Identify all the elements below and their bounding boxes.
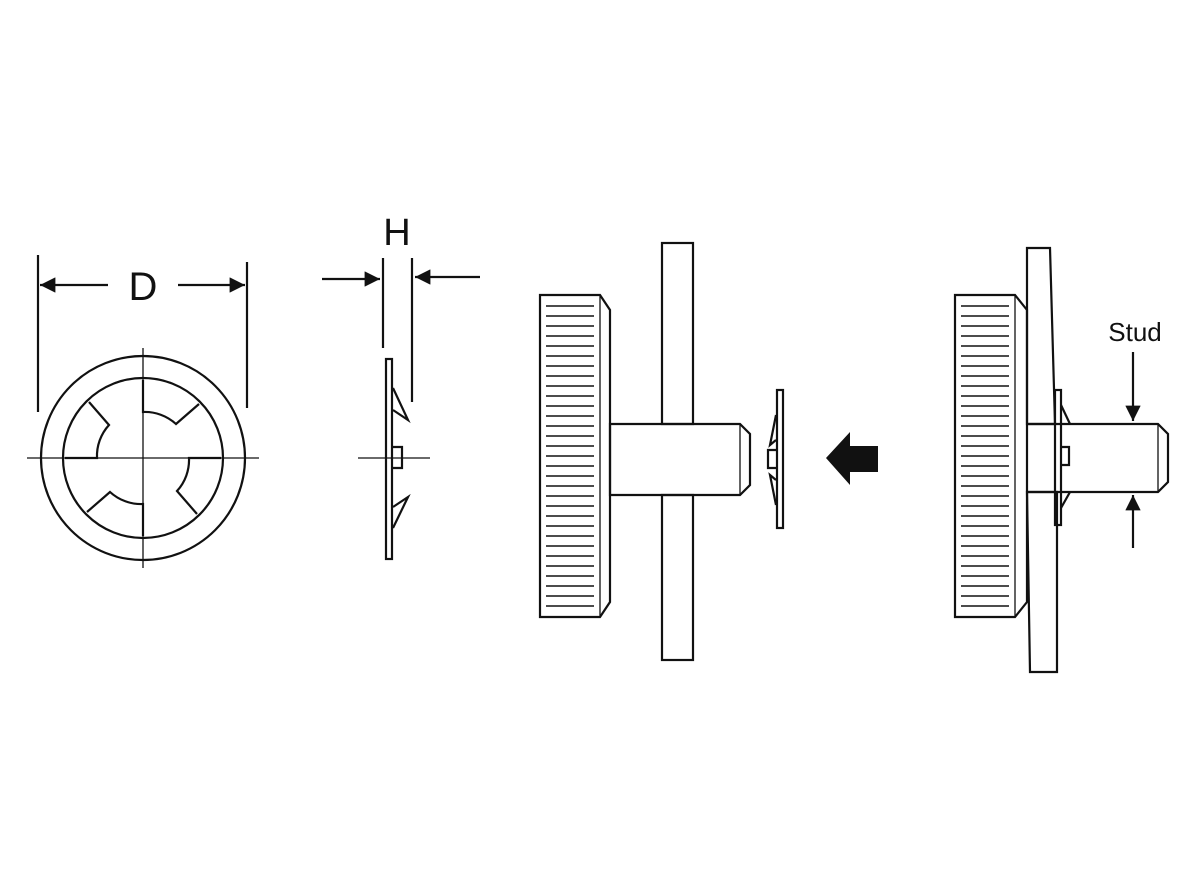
before-assembly-view <box>538 241 878 662</box>
assembly-direction-arrow-icon <box>826 432 878 485</box>
panel-lower <box>660 493 695 662</box>
push-nut <box>1053 388 1063 527</box>
assembled-view: Stud <box>953 246 1170 674</box>
front-view: D <box>27 255 259 568</box>
push-nut <box>775 388 785 530</box>
push-nut-tooth <box>768 414 778 448</box>
panel-lower <box>1025 490 1059 674</box>
panel-upper <box>660 241 695 426</box>
push-nut-tooth <box>768 472 778 506</box>
knurling <box>961 306 1009 606</box>
washer-plate <box>384 357 394 561</box>
push-nut-tooth <box>1060 404 1071 425</box>
push-nut-tooth <box>1060 491 1071 509</box>
height-label: H <box>383 212 410 254</box>
panel-upper <box>1025 246 1057 426</box>
side-view: H <box>322 212 480 561</box>
knurling <box>545 305 595 607</box>
push-nut-bump <box>766 448 777 470</box>
push-nut-bump <box>1061 445 1071 467</box>
stud <box>1027 422 1170 494</box>
stud <box>608 422 752 497</box>
stud-label: Stud <box>1108 317 1162 347</box>
diameter-label: D <box>129 265 158 309</box>
lower-tooth <box>392 493 411 529</box>
upper-tooth <box>392 387 411 424</box>
